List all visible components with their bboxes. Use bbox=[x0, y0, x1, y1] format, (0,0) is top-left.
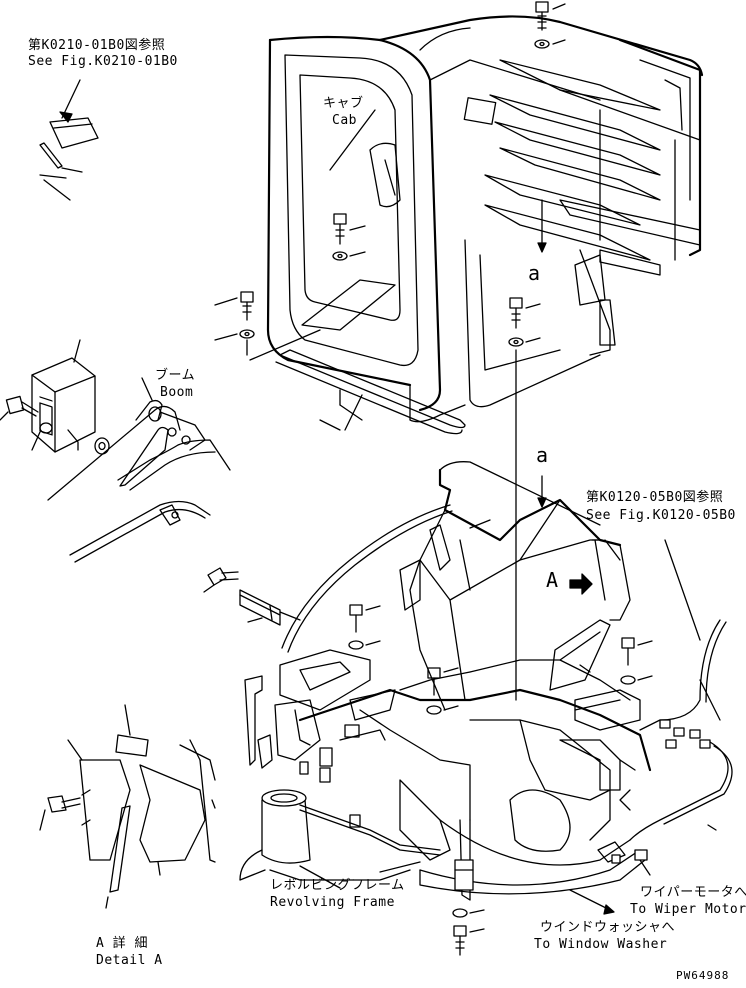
frame-label-en: Revolving Frame bbox=[270, 895, 395, 910]
detail-label-jp: A 詳 細 bbox=[96, 936, 148, 951]
frame-label-jp: レボルビングフレーム bbox=[270, 878, 405, 893]
detail-label-en: Detail A bbox=[96, 953, 163, 968]
mid-left-parts bbox=[203, 504, 453, 653]
wire-harness bbox=[299, 539, 733, 915]
left-box-part bbox=[0, 339, 110, 455]
revolving-frame bbox=[239, 461, 653, 956]
washer-label-jp: ウインドウォッシャへ bbox=[540, 920, 676, 935]
cab-bolts bbox=[214, 1, 566, 356]
ref-top-jp: 第K0210-01B0図参照 bbox=[28, 38, 166, 53]
cab-label-en: Cab bbox=[332, 113, 357, 128]
ref-bracket-part bbox=[39, 79, 99, 201]
ref-right-jp: 第K0120-05B0図参照 bbox=[586, 490, 724, 505]
marker-a-lower: a bbox=[536, 443, 549, 467]
leader-lines bbox=[249, 109, 547, 701]
cab-outline bbox=[266, 15, 704, 435]
cab-label-jp: キャブ bbox=[323, 96, 364, 111]
boom-bracket bbox=[47, 377, 231, 563]
drawing-number: PW64988 bbox=[676, 969, 730, 982]
marker-a-upper: a bbox=[528, 261, 541, 285]
boom-label-jp: ブーム bbox=[155, 368, 196, 383]
wiper-label-jp: ワイパーモータへ bbox=[640, 885, 746, 900]
washer-label-en: To Window Washer bbox=[534, 937, 668, 952]
ref-top-en: See Fig.K0210-01B0 bbox=[28, 54, 178, 69]
view-a-label: A bbox=[546, 568, 559, 592]
ref-right-en: See Fig.K0120-05B0 bbox=[586, 508, 736, 523]
wiper-label-en: To Wiper Motor bbox=[630, 902, 746, 917]
boom-label-en: Boom bbox=[160, 385, 194, 400]
detail-a-parts bbox=[39, 704, 216, 909]
